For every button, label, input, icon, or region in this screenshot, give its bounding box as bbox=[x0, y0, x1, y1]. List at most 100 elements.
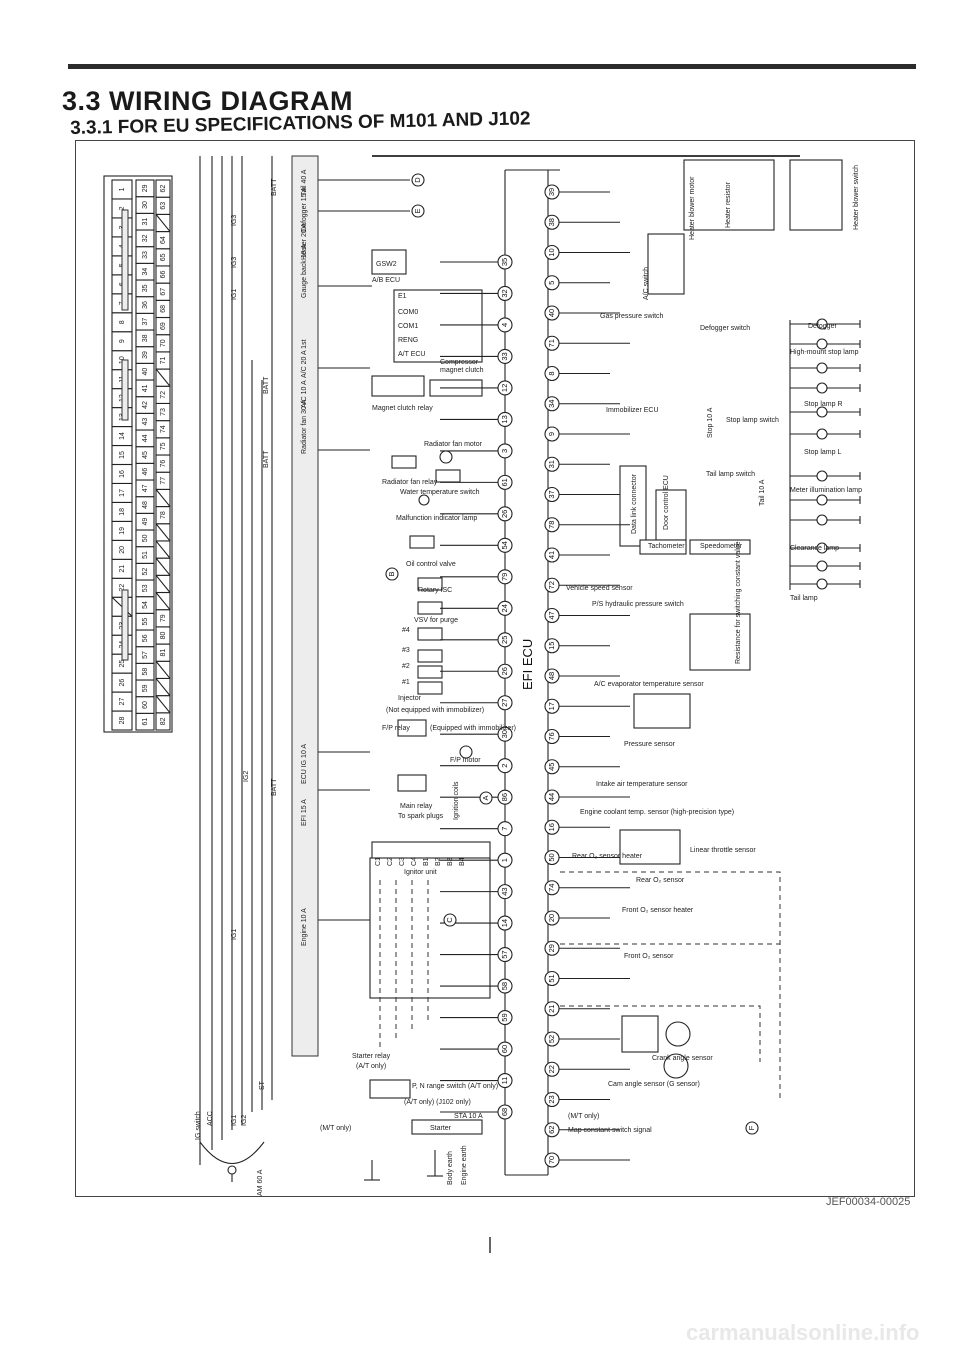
lamp-column bbox=[789, 318, 861, 590]
terminal-badge bbox=[385, 567, 399, 581]
connector-pin-label: 75 bbox=[160, 442, 167, 450]
left-component-label: F/P motor bbox=[450, 757, 481, 764]
right-component-label: Stop lamp R bbox=[804, 401, 843, 408]
right-pin-number: 34 bbox=[547, 400, 556, 408]
left-pin-badge bbox=[497, 978, 513, 994]
fuse-label: ECU IG 10 A bbox=[301, 744, 308, 784]
left-component-label: COM1 bbox=[398, 323, 418, 330]
left-component-label: COM0 bbox=[398, 309, 418, 316]
connector-pin-label: 45 bbox=[142, 451, 149, 459]
right-pin-badge bbox=[544, 305, 560, 321]
supply-label: IG3 bbox=[231, 215, 238, 226]
right-pin-badge bbox=[544, 547, 560, 563]
left-pin-badge bbox=[497, 443, 513, 459]
fuse-label: A/C 20 A 1st bbox=[301, 339, 308, 378]
right-component-label: Tail lamp bbox=[790, 595, 818, 602]
right-pin-badge bbox=[544, 214, 560, 230]
connector-pin-label: 60 bbox=[142, 701, 149, 709]
left-pin-number: 33 bbox=[500, 352, 509, 360]
right-pin-number: 15 bbox=[547, 642, 556, 650]
connector-cell bbox=[111, 179, 133, 200]
left-component-label: #4 bbox=[402, 627, 410, 634]
right-pin-badge bbox=[544, 426, 560, 442]
right-pin-badge bbox=[544, 1031, 560, 1047]
left-pin-number: 58 bbox=[500, 982, 509, 990]
right-pin-badge bbox=[544, 607, 560, 624]
right-component-label: Clearance lamp bbox=[790, 545, 839, 552]
header-rule bbox=[68, 64, 916, 69]
connector-blank-cell bbox=[155, 660, 171, 679]
connector-pin-label: 81 bbox=[160, 649, 167, 657]
lamp-bulb bbox=[816, 494, 828, 506]
fuse-label: Defogger 15 A bbox=[301, 187, 308, 232]
left-pin-number: 30 bbox=[500, 730, 509, 738]
right-pin-number: 39 bbox=[547, 188, 556, 196]
left-pin-number: 61 bbox=[500, 478, 509, 486]
right-pin-badge bbox=[544, 789, 560, 805]
connector-pin-label: 77 bbox=[160, 477, 167, 485]
left-component-label: Oil control valve bbox=[406, 561, 456, 568]
left-component-label: To spark plugs bbox=[398, 813, 444, 820]
right-component-label: Heater resistor bbox=[725, 181, 732, 228]
left-pin-badge bbox=[497, 852, 513, 868]
right-component-label: Tail 10 A bbox=[759, 479, 766, 506]
right-component-label: Speedometer bbox=[700, 543, 743, 550]
left-component-label: Magnet clutch relay bbox=[372, 405, 433, 412]
lamp-bulb bbox=[816, 470, 828, 482]
right-component-label: High-mount stop lamp bbox=[790, 349, 859, 356]
connector-pin-label: 52 bbox=[142, 568, 149, 576]
connector-pin-label: 16 bbox=[119, 470, 126, 478]
connector-pin-label: 79 bbox=[160, 614, 167, 622]
terminal-letter: A bbox=[481, 795, 490, 800]
left-component-label: P, N range switch (A/T only) bbox=[412, 1083, 498, 1090]
left-pin-badge bbox=[497, 947, 513, 963]
right-pin-number: 16 bbox=[547, 823, 556, 831]
right-pin-number: 48 bbox=[547, 672, 556, 680]
left-pin-number: 13 bbox=[500, 415, 509, 423]
connector-pin-label: 63 bbox=[160, 202, 167, 210]
connector-pin-label: 54 bbox=[142, 601, 149, 609]
right-pin-number: 22 bbox=[547, 1065, 556, 1073]
right-pin-badge bbox=[544, 728, 560, 745]
left-pin-number: 11 bbox=[500, 1077, 509, 1085]
left-pin-number: 25 bbox=[500, 636, 509, 644]
right-pin-number: 70 bbox=[547, 1156, 556, 1164]
right-pin-badge bbox=[544, 849, 560, 866]
connector-pin-label: 15 bbox=[119, 451, 126, 459]
connector-pin-label: 47 bbox=[142, 484, 149, 492]
left-pin-badge bbox=[497, 1010, 513, 1026]
connector-pin-label: 30 bbox=[142, 201, 149, 209]
connector-pin-label: 17 bbox=[119, 489, 126, 497]
right-component-label: Intake air temperature sensor bbox=[596, 781, 688, 788]
connector-pin-label: 36 bbox=[142, 301, 149, 309]
right-pin-number: 45 bbox=[547, 763, 556, 771]
right-pin-number: 20 bbox=[547, 914, 556, 922]
left-component-label: VSV for purge bbox=[414, 617, 458, 624]
left-component-label: Compressor bbox=[440, 359, 479, 366]
ig-switch bbox=[199, 1141, 443, 1182]
right-pin-number: 23 bbox=[547, 1095, 556, 1103]
left-pin-badge bbox=[497, 821, 513, 837]
terminal-badge bbox=[411, 204, 425, 218]
right-pin-badge bbox=[544, 910, 560, 926]
supply-label: IG1 bbox=[231, 1115, 238, 1126]
left-pin-badge bbox=[497, 1104, 513, 1120]
left-pin-number: 12 bbox=[500, 384, 509, 392]
connector-pin-label: 35 bbox=[142, 284, 149, 292]
connector-pin-label: 26 bbox=[119, 679, 126, 687]
right-pin-badge bbox=[544, 184, 560, 200]
right-pin-number: 10 bbox=[547, 248, 556, 256]
connector-pin-label: 56 bbox=[142, 634, 149, 642]
right-component-label: Front O₂ sensor heater bbox=[622, 907, 694, 914]
right-pin-badge bbox=[544, 275, 560, 291]
left-pin-number: 2 bbox=[500, 764, 509, 768]
connector-pin-label: 70 bbox=[160, 339, 167, 347]
left-pin-badge bbox=[497, 884, 513, 900]
connector-pin-label: 9 bbox=[119, 339, 126, 343]
right-pin-number: 37 bbox=[547, 490, 556, 498]
terminal-letter: C bbox=[445, 917, 454, 923]
right-pin-number: 38 bbox=[547, 218, 556, 226]
supply-label: BATT bbox=[263, 450, 270, 468]
right-pin-badge bbox=[544, 365, 560, 382]
